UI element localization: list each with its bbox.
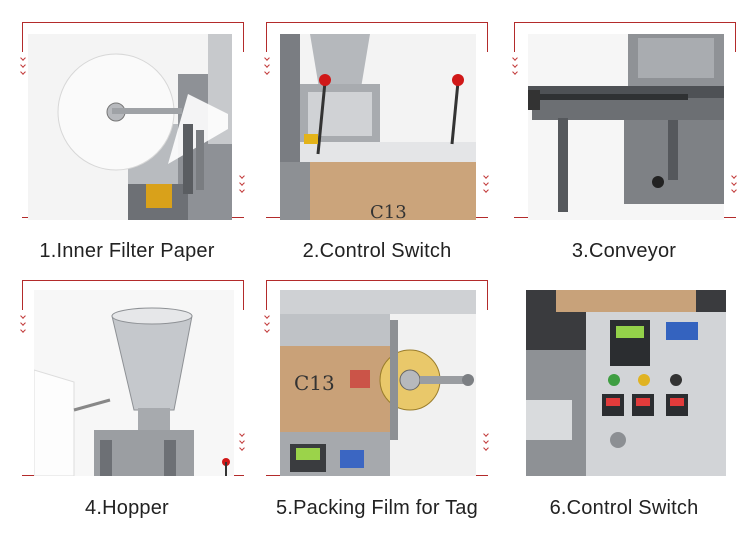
box-label: C13 — [294, 371, 335, 395]
photo-packing-film: C13 — [280, 290, 476, 476]
caption: 2.Control Switch — [302, 240, 452, 262]
photo-conveyor — [528, 34, 724, 220]
photo-inner-filter-paper — [28, 34, 232, 220]
box-label: C13 — [370, 202, 407, 220]
caption: 4.Hopper — [85, 497, 169, 519]
photo-hopper — [34, 290, 234, 476]
caption: 5.Packing Film for Tag — [276, 497, 478, 519]
caption: 6.Control Switch — [549, 497, 699, 519]
photo-control-panel — [526, 290, 726, 476]
photo-control-switch: C13 — [280, 34, 476, 220]
caption: 3.Conveyor — [571, 240, 677, 262]
caption: 1.Inner Filter Paper — [39, 240, 215, 262]
